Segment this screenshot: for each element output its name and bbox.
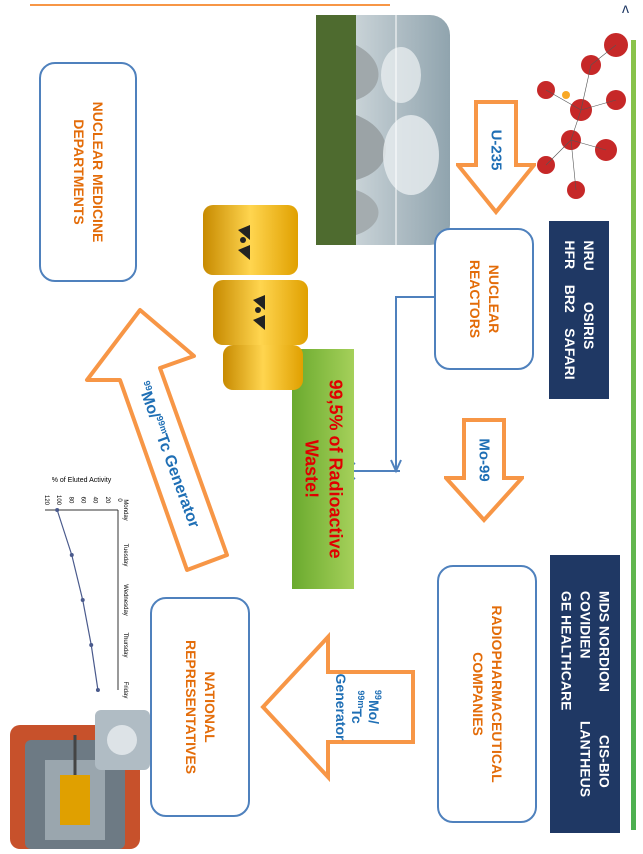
companies-title-line1: RADIOPHARMACEUTICAL	[488, 605, 505, 783]
corner-glyph: ʌ	[622, 0, 629, 16]
gen-small-sup1: 99	[372, 689, 383, 700]
companies-title-line2: COMPANIES	[470, 652, 486, 736]
chart-data-point	[89, 643, 94, 647]
top-orange-line	[30, 4, 390, 6]
chart-data-point	[80, 598, 85, 602]
nuclear-medicine-line2: DEPARTMENTS	[71, 119, 87, 225]
chart-svg: % of Eluted Activity 0 20 40 60 80 100 120 Monda…	[43, 477, 128, 699]
reactors-title-line2: REACTORS	[467, 259, 483, 339]
connector-tail	[350, 470, 400, 472]
generator-cutaway-icon	[0, 705, 170, 849]
waste-line1: 99,5% of Radioactive	[325, 379, 346, 559]
right-green-bar	[631, 40, 636, 830]
reactors-list-panel: NRU OSIRIS HFR BR2 SAFARI	[549, 221, 609, 399]
companies-list-panel: MDS NORDION CIS-BIO COVIDIEN LANTHEUS GE…	[550, 555, 620, 833]
nuclear-medicine-departments-box: NUCLEAR MEDICINE DEPARTMENTS	[39, 62, 137, 282]
generator-big-arrow	[82, 300, 232, 580]
chart-x-tick-label: Wednesday	[122, 584, 128, 616]
chart-y-tick-label: 0	[116, 498, 122, 502]
chart-y-tick-label: 40	[92, 497, 98, 504]
radiopharmaceutical-companies-box: RADIOPHARMACEUTICAL COMPANIES	[437, 565, 537, 823]
chart-y-tick-label: 20	[104, 497, 110, 504]
chart-y-tick-label: 60	[80, 497, 86, 504]
generator-small-arrow	[258, 631, 418, 783]
chart-x-tick-label: Tuesday	[122, 544, 128, 567]
waste-box: 99,5% of Radioactive Waste!	[292, 349, 354, 589]
companies-list-line3: GE HEALTHCARE	[558, 590, 575, 711]
fission-diagram-icon	[516, 10, 636, 220]
chart-y-tick-label: 100	[55, 495, 61, 506]
national-line2: REPRESENTATIVES	[183, 639, 199, 775]
chart-data-point	[95, 688, 100, 692]
u235-label: U-235	[487, 129, 505, 171]
gen-small-sup2: 99m	[356, 690, 367, 709]
eluted-activity-chart: % of Eluted Activity 0 20 40 60 80 100 120 Monda…	[0, 470, 150, 710]
chart-data-point	[55, 508, 60, 512]
chart-series-line	[56, 509, 99, 691]
chart-data-point	[69, 553, 74, 557]
chart-x-tick-label: Thursday	[122, 632, 128, 657]
nuclear-medicine-line1: NUCLEAR MEDICINE	[89, 101, 106, 243]
chart-y-tick-label: 120	[43, 495, 49, 506]
national-representatives-box: NATIONAL REPRESENTATIVES	[150, 597, 250, 817]
reactors-list-line2: HFR BR2 SAFARI	[562, 240, 578, 380]
gen-small-2: Tc	[349, 708, 366, 724]
gen-small-3: Generator	[333, 673, 350, 741]
generator-small-label: 99Mo/ 99mTc Generator	[333, 674, 383, 741]
reactors-title-line1: NUCLEAR	[485, 264, 502, 334]
companies-list-line1: MDS NORDION CIS-BIO	[596, 590, 613, 788]
connector-line	[390, 295, 440, 475]
u235-arrow	[453, 100, 539, 216]
companies-list-line2: COVIDIEN LANTHEUS	[577, 590, 594, 798]
waste-line2: Waste!	[301, 439, 321, 499]
chart-y-tick-label: 80	[67, 497, 73, 504]
national-line1: NATIONAL	[201, 671, 218, 743]
nuclear-reactors-box: NUCLEAR REACTORS	[434, 228, 534, 370]
chart-x-tick-label: Friday	[122, 682, 128, 699]
chart-title: % of Eluted Activity	[52, 477, 112, 484]
gen-small-1: Mo/	[366, 699, 383, 725]
mo99-arrow	[441, 418, 527, 523]
radioactive-barrels-icon	[198, 195, 318, 395]
chart-x-tick-label: Monday	[122, 499, 128, 520]
mo99-label: Mo-99	[475, 438, 493, 482]
reactors-list-line1: NRU OSIRIS	[580, 240, 597, 350]
cooling-towers-photo	[316, 15, 450, 245]
